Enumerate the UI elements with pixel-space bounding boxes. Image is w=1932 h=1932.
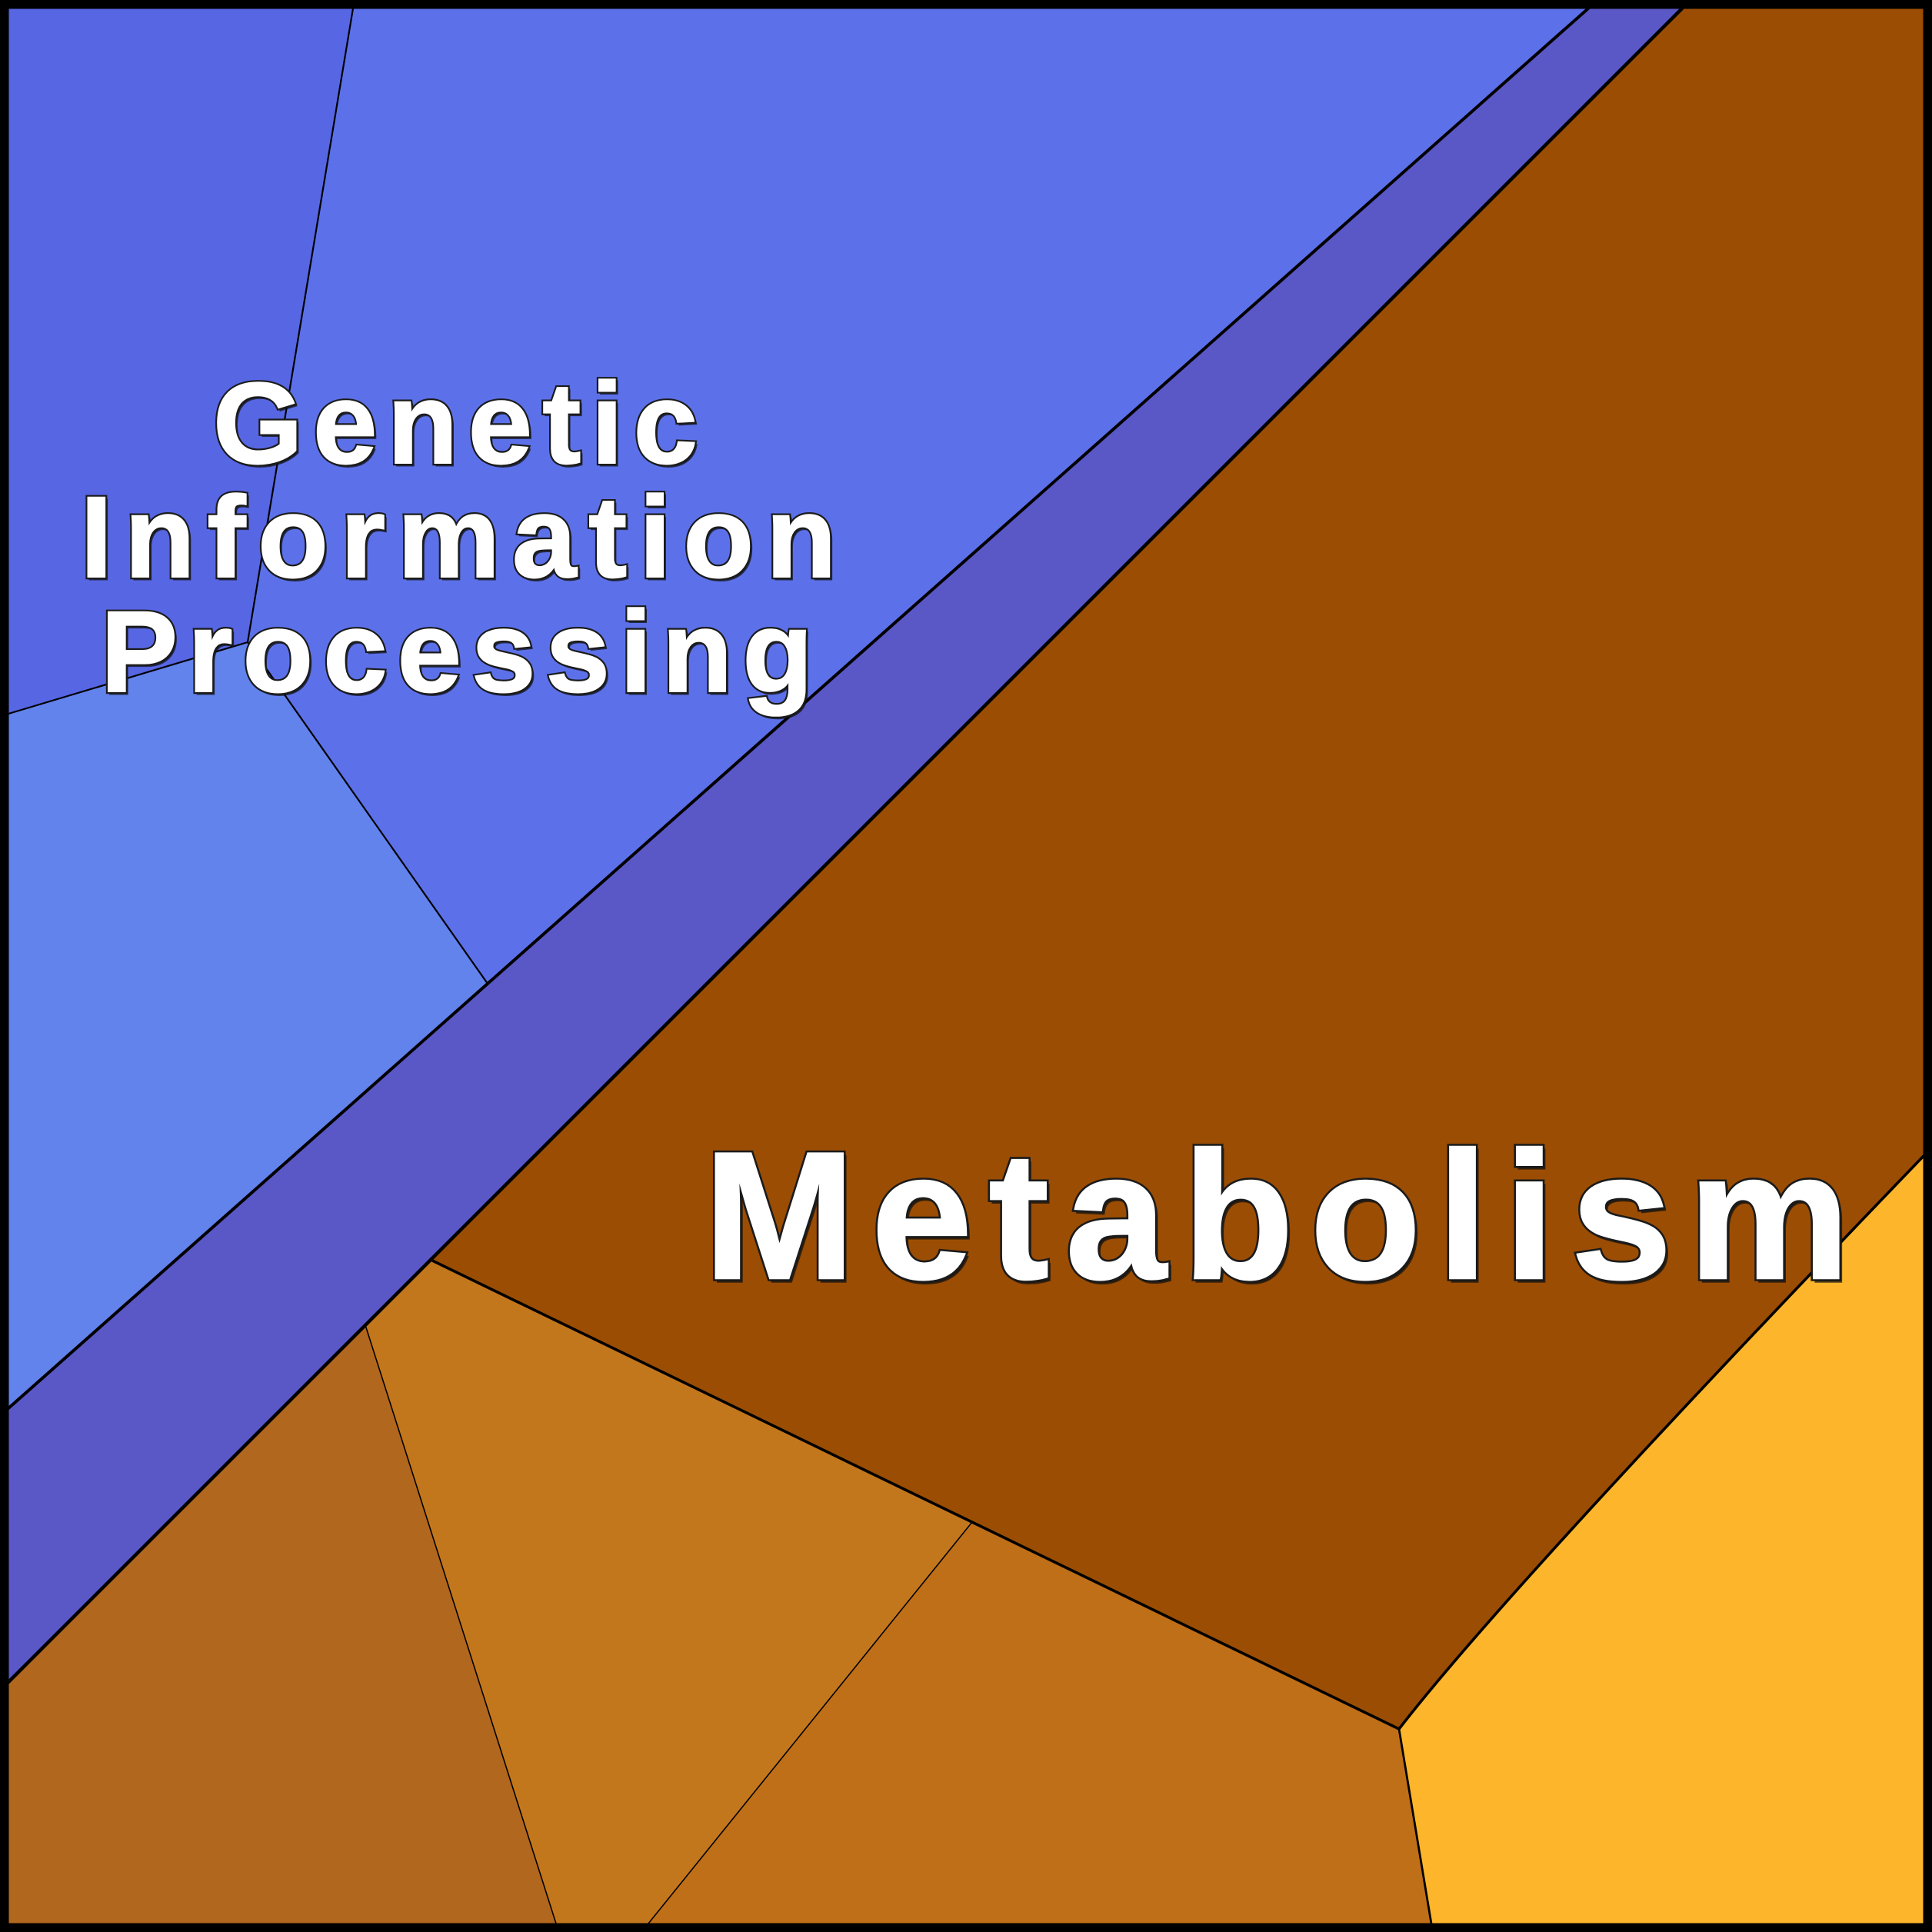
- svg-text:Genetic: Genetic: [213, 358, 698, 488]
- svg-text:Genetic: Genetic: [215, 361, 700, 490]
- svg-text:Processing: Processing: [101, 587, 813, 716]
- svg-text:Metabolism: Metabolism: [704, 1114, 1850, 1317]
- svg-text:Processing: Processing: [103, 589, 815, 718]
- svg-text:Genetic: Genetic: [213, 358, 698, 488]
- svg-text:Information: Information: [81, 472, 837, 601]
- svg-text:Metabolism: Metabolism: [706, 1118, 1852, 1321]
- svg-text:Processing: Processing: [101, 587, 813, 716]
- svg-text:Metabolism: Metabolism: [704, 1114, 1850, 1317]
